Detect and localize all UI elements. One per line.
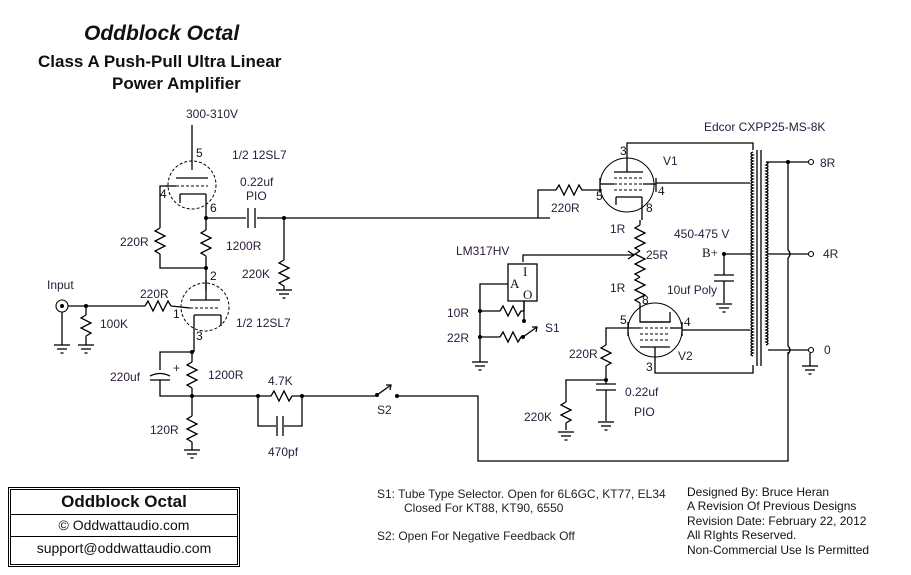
pin-u6: 6	[210, 201, 217, 215]
note-s1-line2: Closed For KT88, KT90, 6550	[404, 501, 564, 515]
pin-v2-5: 5	[620, 313, 627, 327]
label-r-grid-upper: 220R	[120, 235, 149, 249]
pin-l2: 2	[210, 269, 217, 283]
switch-notes: S1: Tube Type Selector. Open for 6L6GC, …	[377, 487, 666, 543]
regulator-lm317hv	[507, 263, 538, 302]
label-r-input-shunt: 100K	[100, 317, 128, 331]
reg-pin-in: I	[523, 264, 527, 279]
label-v1: V1	[663, 154, 678, 168]
pin-v1-5: 5	[596, 189, 603, 203]
label-r-input-grid: 220R	[140, 287, 169, 301]
label-pot-25r: 25R	[646, 248, 668, 262]
credit-line: All RIghts Reserved.	[687, 528, 797, 543]
label-r-v2-grid: 220R	[569, 347, 598, 361]
title-block: Oddblock Octal © Oddwattaudio.com suppor…	[8, 487, 240, 567]
title-block-name: Oddblock Octal	[11, 490, 237, 515]
label-input: Input	[47, 278, 74, 292]
label-c-feedback: 470pf	[268, 445, 299, 459]
note-s1-line1: S1: Tube Type Selector. Open for 6L6GC, …	[377, 487, 666, 501]
label-r-1r-top: 1R	[610, 222, 626, 236]
credit-line: Revision Date: February 22, 2012	[687, 513, 867, 528]
output-transformer	[750, 150, 769, 366]
label-r-plate: 1200R	[226, 239, 262, 253]
title-block-email: support@oddwattaudio.com	[36, 540, 212, 556]
pin-u5: 5	[196, 146, 203, 160]
label-v2: V2	[678, 349, 693, 363]
note-s2: S2: Open For Negative Feedback Off	[377, 529, 575, 543]
pin-v2-4: 4	[684, 314, 691, 329]
label-c-bplus: 10uf Poly	[667, 283, 717, 297]
pin-v2-8: 8	[642, 293, 649, 307]
label-c-v2: 0.22uf	[625, 385, 659, 399]
label-r-22: 22R	[447, 331, 469, 345]
label-coupling-cap: 0.22uf	[240, 175, 274, 189]
terminal-4r	[807, 250, 815, 258]
label-tube-lower: 1/2 12SL7	[236, 316, 291, 330]
label-regulator: LM317HV	[456, 244, 509, 258]
label-r-grid-leak-v1: 220K	[242, 267, 270, 281]
label-c-cathode-polarity: +	[173, 361, 180, 375]
tube-lower-12sl7	[180, 280, 230, 352]
label-r-v1-grid: 220R	[551, 201, 580, 215]
label-tap-4r: 4R	[823, 247, 839, 261]
label-supply-driver: 300-310V	[186, 107, 238, 121]
pin-l1: 1	[173, 307, 180, 321]
reg-pin-adj: A	[510, 276, 520, 291]
label-r-v2-leak: 220K	[524, 410, 552, 424]
pin-v1-4: 4	[658, 183, 665, 198]
credit-line: A Revision Of Previous Designs	[687, 499, 857, 514]
label-bplus: B+	[702, 245, 718, 260]
title-main: Oddblock Octal	[84, 22, 240, 45]
label-r-cathode: 1200R	[208, 368, 244, 382]
resistor-1200r-plate	[199, 229, 213, 257]
label-r-cathode-fb: 120R	[150, 423, 179, 437]
title-block-copyright: © Oddwattaudio.com	[11, 515, 237, 537]
pin-v1-3: 3	[620, 144, 627, 158]
title-subtitle-2: Power Amplifier	[112, 74, 241, 93]
tube-v2	[616, 302, 683, 370]
title-subtitle-1: Class A Push-Pull Ultra Linear	[38, 52, 282, 71]
pin-v2-3: 3	[646, 360, 653, 374]
tube-upper-12sl7	[166, 125, 217, 220]
label-tap-8r: 8R	[820, 156, 836, 170]
label-switch-s1: S1	[545, 321, 560, 335]
credits: Designed By: Bruce Heran A Revision Of P…	[687, 485, 869, 557]
switch-s1	[522, 326, 538, 338]
resistor-220r-upper	[153, 227, 167, 255]
pin-v1-8: 8	[646, 201, 653, 215]
terminal-0	[807, 346, 815, 354]
label-tap-0: 0	[824, 343, 831, 357]
label-coupling-cap-type: PIO	[246, 189, 267, 203]
label-bplus-voltage: 450-475 V	[674, 227, 729, 241]
label-r-feedback: 4.7K	[268, 374, 293, 388]
pin-u4: 4	[160, 187, 167, 201]
pin-l3: 3	[196, 329, 203, 343]
terminal-8r	[807, 158, 815, 166]
credit-line: Non-Commercial Use Is Permitted	[687, 542, 870, 557]
tube-v1	[599, 145, 657, 220]
pot-25r	[633, 250, 647, 278]
credit-line: Designed By: Bruce Heran	[687, 485, 830, 499]
switch-s2	[376, 384, 392, 396]
label-tube-upper: 1/2 12SL7	[232, 148, 287, 162]
label-switch-s2: S2	[377, 403, 392, 417]
label-r-10: 10R	[447, 306, 469, 320]
label-r-1r-bottom: 1R	[610, 281, 626, 295]
reg-pin-out: O	[523, 287, 532, 302]
label-transformer: Edcor CXPP25-MS-8K	[704, 120, 825, 134]
label-c-cathode: 220uf	[110, 370, 141, 384]
label-c-v2-type: PIO	[634, 405, 655, 419]
